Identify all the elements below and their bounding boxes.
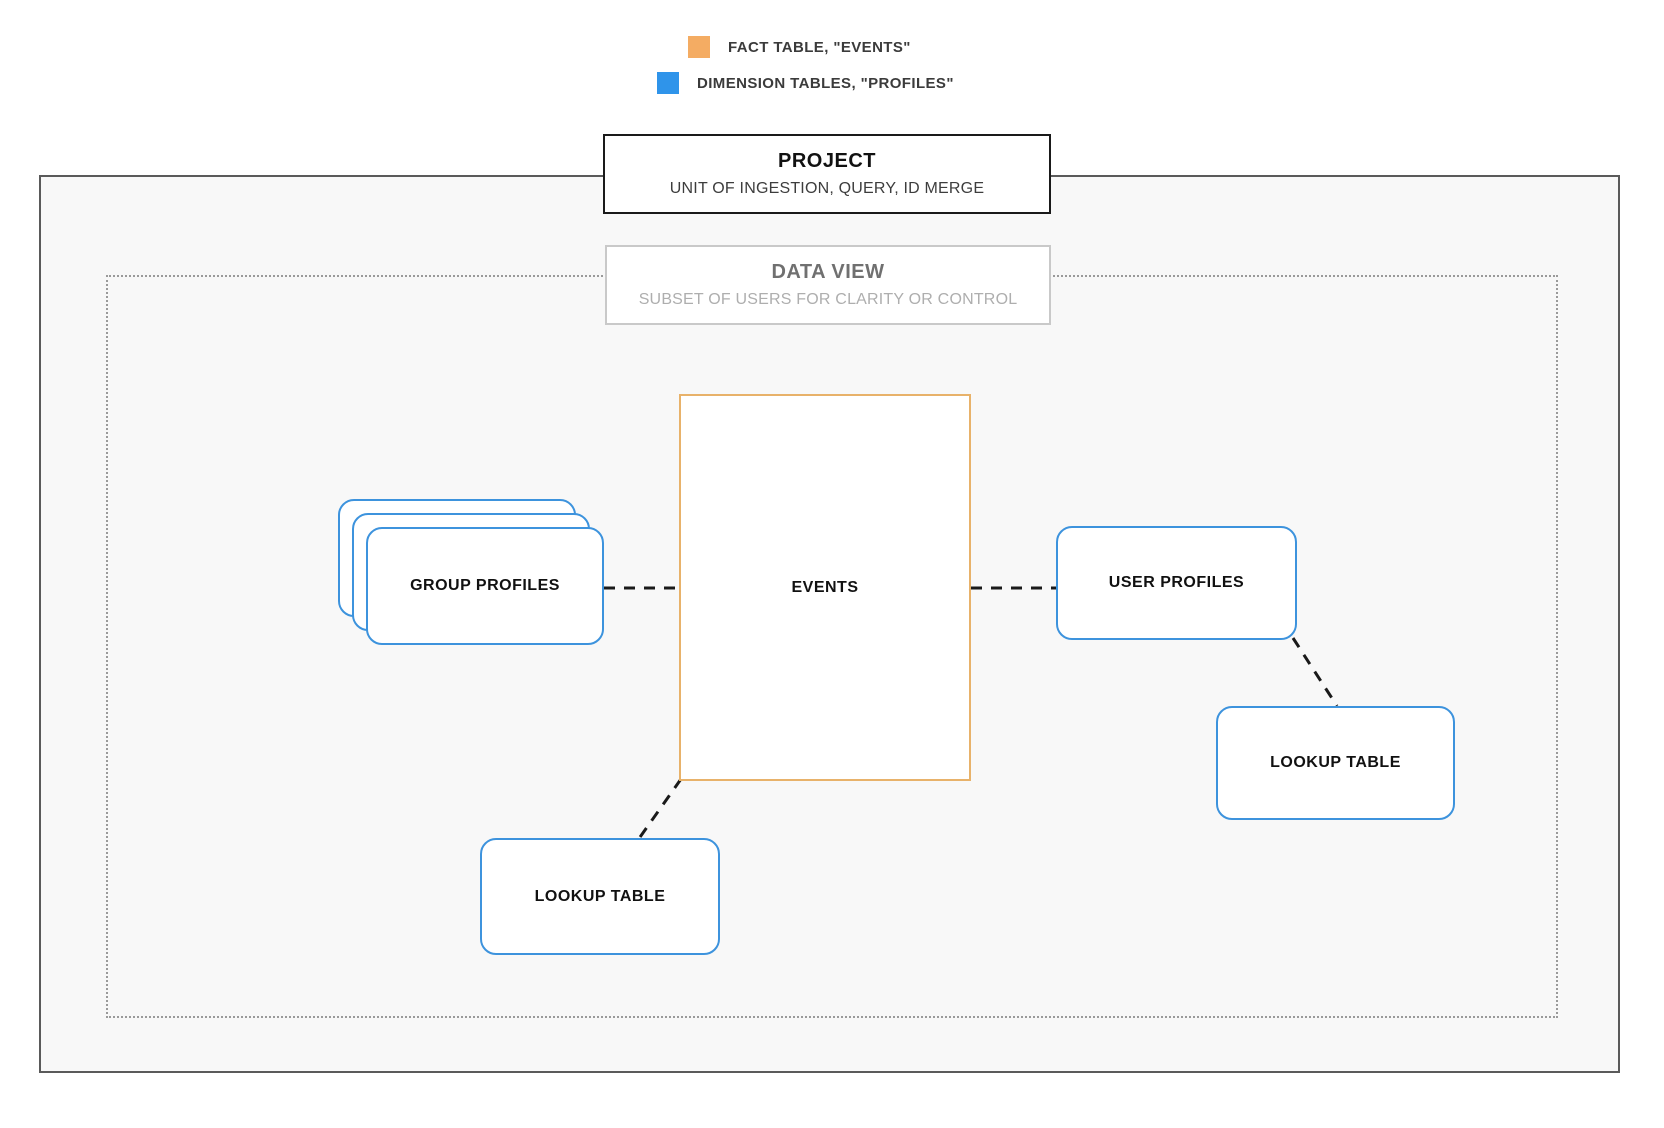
node-lookup-table-right[interactable]: LOOKUP TABLE xyxy=(1216,706,1455,820)
node-events-fact-table[interactable]: EVENTS xyxy=(679,394,971,781)
project-title-card: PROJECT UNIT OF INGESTION, QUERY, ID MER… xyxy=(603,134,1051,214)
legend-item-fact-table: FACT TABLE, "EVENTS" xyxy=(688,36,911,58)
project-subtitle: UNIT OF INGESTION, QUERY, ID MERGE xyxy=(669,180,985,197)
blue-square-swatch xyxy=(657,72,679,94)
node-label-lookup-table-right: LOOKUP TABLE xyxy=(1270,754,1401,771)
node-lookup-table-left[interactable]: LOOKUP TABLE xyxy=(480,838,720,955)
node-user-profiles[interactable]: USER PROFILES xyxy=(1056,526,1297,640)
data-view-subtitle: SUBSET OF USERS FOR CLARITY OR CONTROL xyxy=(638,291,1018,308)
project-title: PROJECT xyxy=(778,150,876,172)
node-label-events: EVENTS xyxy=(791,578,859,596)
node-group-profiles[interactable]: GROUP PROFILES xyxy=(366,527,604,645)
legend-label-fact-table: FACT TABLE, "EVENTS" xyxy=(728,38,911,56)
node-label-user-profiles: USER PROFILES xyxy=(1108,574,1245,591)
data-view-title-card: DATA VIEW SUBSET OF USERS FOR CLARITY OR… xyxy=(605,245,1051,325)
legend-item-dimension-tables: DIMENSION TABLES, "PROFILES" xyxy=(657,72,954,94)
legend-label-dimension-tables: DIMENSION TABLES, "PROFILES" xyxy=(697,74,954,92)
orange-square-swatch xyxy=(688,36,710,58)
data-view-title: DATA VIEW xyxy=(771,261,885,283)
node-label-lookup-table-left: LOOKUP TABLE xyxy=(534,887,666,905)
node-label-group-profiles: GROUP PROFILES xyxy=(410,577,560,594)
